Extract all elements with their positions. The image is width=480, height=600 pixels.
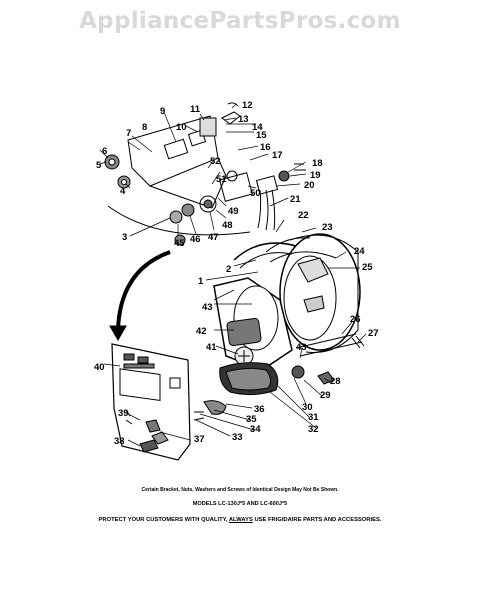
callout-2: 2 [226,264,231,275]
callout-50: 50 [250,188,261,199]
caption-protect: PROTECT YOUR CUSTOMERS WITH QUALITY, ALW… [0,517,480,523]
callout-22: 22 [298,210,309,221]
callout-32: 32 [308,424,319,435]
callout-34: 34 [250,424,261,435]
callout-25: 25 [362,262,373,273]
callout-46: 46 [190,234,201,245]
callout-1: 1 [198,276,204,287]
callout-43-right: 43 [296,342,307,353]
callout-5: 5 [96,160,102,171]
callout-6: 6 [102,146,107,157]
caption-note: Certain Bracket, Nuts, Washers and Screw… [141,487,339,493]
callout-8: 8 [142,122,147,133]
callout-51: 51 [216,174,227,185]
callout-13: 13 [238,114,249,125]
callout-37: 37 [194,434,205,445]
callout-43-left: 43 [202,302,213,313]
callout-28: 28 [330,376,341,387]
callout-31: 31 [308,412,319,423]
callout-11: 11 [190,104,201,115]
callout-35: 35 [246,414,257,425]
callout-52: 52 [210,156,221,167]
callout-30: 30 [302,402,313,413]
callout-4: 4 [120,186,126,197]
callout-27: 27 [368,328,379,339]
callout-20: 20 [304,180,315,191]
callout-40: 40 [94,362,105,373]
callout-45: 45 [174,238,185,249]
callout-10: 10 [176,122,187,133]
front-bulkhead [213,277,293,371]
arrow-head [109,325,127,342]
callout-12: 12 [242,100,253,111]
caption-protect-prefix: PROTECT YOUR CUSTOMERS WITH QUALITY, [98,517,229,523]
callout-17: 17 [272,150,283,161]
caption-models: MODELS LC-130J*5 AND LC-600J*5 [192,501,288,507]
caption-protect-always: ALWAYS [228,517,253,523]
door-hinge-parts [139,400,227,453]
callout-21: 21 [290,194,301,205]
callout-47: 47 [208,232,219,243]
callout-16: 16 [260,142,271,153]
front-panel [111,343,191,461]
callout-29: 29 [320,390,331,401]
door-latch-parts [291,333,365,385]
callout-26: 26 [350,314,361,325]
callout-49: 49 [228,206,239,217]
caption-protect-suffix: USE FRIGIDAIRE PARTS AND ACCESSORIES. [252,517,382,523]
callout-41: 41 [206,342,217,353]
callout-9: 9 [160,106,165,117]
callout-3: 3 [122,232,127,243]
drum-seal [239,252,293,269]
callout-18: 18 [312,158,323,169]
callout-38: 38 [114,436,125,447]
callout-36: 36 [254,404,265,415]
leader-lines [99,103,367,447]
callout-42: 42 [196,326,207,337]
dryer-drum [265,233,361,354]
watermark-text: AppliancePartsPros.com [79,8,401,34]
callout-48: 48 [222,220,233,231]
timer-switch-area [219,163,306,231]
callout-39: 39 [118,408,129,419]
callout-19: 19 [310,170,321,181]
control-panel-assembly [127,102,241,209]
lint-filter-tray [219,362,279,396]
control-knobs [104,154,238,246]
wire-harness [107,205,251,236]
callout-24: 24 [354,246,365,257]
callout-23: 23 [322,222,333,233]
assembly-arrow [116,250,171,331]
callout-15: 15 [256,130,267,141]
callout-33: 33 [232,432,243,443]
callout-14: 14 [252,122,263,133]
callout-7: 7 [126,128,131,139]
drum-baffle [233,242,297,261]
